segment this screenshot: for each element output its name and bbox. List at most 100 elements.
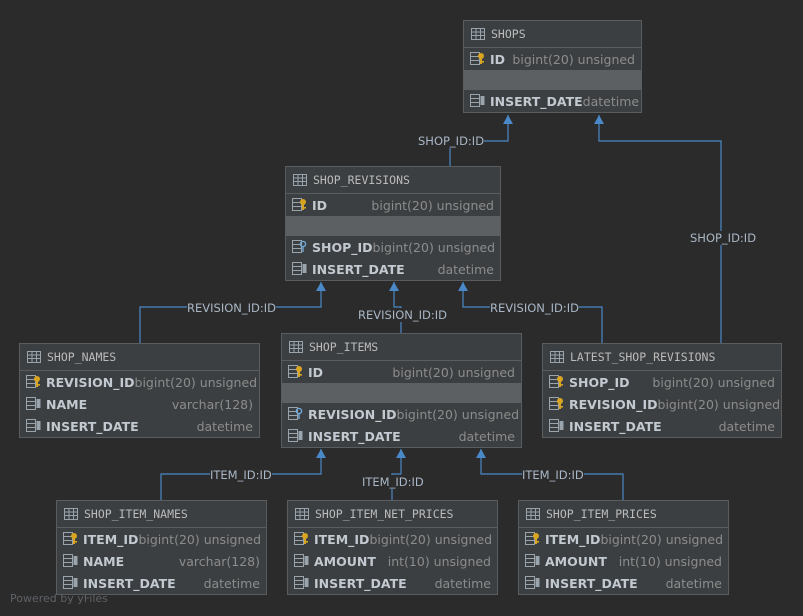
column-name: INSERT_DATE xyxy=(312,261,405,277)
column-type: int(10) unsigned xyxy=(387,553,491,569)
table-header[interactable]: SHOPS xyxy=(464,21,641,48)
column-type: bigint(20) unsigned xyxy=(369,531,493,547)
column-icon xyxy=(294,552,310,571)
column-name: ITEM_ID xyxy=(83,531,139,547)
column-type: datetime xyxy=(437,261,494,277)
edge-arrowhead xyxy=(476,449,486,458)
table-header[interactable]: SHOP_NAMES xyxy=(20,344,259,371)
column-type: bigint(20) unsigned xyxy=(512,51,635,67)
table-header[interactable]: SHOP_ITEM_NAMES xyxy=(57,501,266,528)
column-row[interactable]: INSERT_DATE datetime xyxy=(519,572,728,594)
table-icon xyxy=(293,171,307,190)
edge-arrowhead xyxy=(396,449,406,458)
edge-arrowhead xyxy=(316,449,326,458)
table-icon xyxy=(526,505,540,524)
edge-label: SHOP_ID:ID xyxy=(418,134,485,148)
column-icon xyxy=(63,574,79,593)
primary-key-icon xyxy=(294,530,310,549)
table-latest-shop-revisions[interactable]: LATEST_SHOP_REVISIONS SHOP_ID bigint(20) u… xyxy=(542,343,782,438)
key-separator xyxy=(286,216,500,236)
column-type: datetime xyxy=(196,418,253,434)
table-header[interactable]: SHOP_ITEMS xyxy=(282,334,521,361)
column-name: INSERT_DATE xyxy=(83,575,176,591)
column-icon xyxy=(288,427,304,446)
column-name: NAME xyxy=(83,553,125,569)
column-type: bigint(20) unsigned xyxy=(138,531,262,547)
column-type: bigint(20) unsigned xyxy=(372,239,496,255)
primary-key-icon xyxy=(63,530,79,549)
table-header[interactable]: LATEST_SHOP_REVISIONS xyxy=(543,344,781,371)
column-type: bigint(20) unsigned xyxy=(657,396,781,412)
table-name: SHOP_ITEMS xyxy=(309,340,379,354)
column-name: INSERT_DATE xyxy=(490,93,583,109)
column-row[interactable]: SHOP_ID bigint(20) unsigned xyxy=(543,371,781,393)
column-type: bigint(20) unsigned xyxy=(134,374,258,390)
edge-label: SHOP_ID:ID xyxy=(690,231,757,245)
column-type: bigint(20) unsigned xyxy=(652,374,775,390)
table-header[interactable]: SHOP_ITEM_PRICES xyxy=(519,501,728,528)
primary-key-icon xyxy=(292,196,308,215)
column-type: bigint(20) unsigned xyxy=(600,531,724,547)
table-header[interactable]: SHOP_REVISIONS xyxy=(286,167,500,194)
column-icon xyxy=(549,417,565,436)
table-name: SHOP_REVISIONS xyxy=(313,173,410,187)
edge-arrowhead xyxy=(503,115,513,124)
column-name: NAME xyxy=(46,396,88,412)
table-icon xyxy=(471,25,485,44)
edge-arrowhead xyxy=(316,282,326,291)
table-name: SHOP_ITEM_NET_PRICES xyxy=(315,507,454,521)
table-header[interactable]: SHOP_ITEM_NET_PRICES xyxy=(288,501,497,528)
column-type: datetime xyxy=(582,93,640,109)
table-icon xyxy=(64,505,78,524)
column-row[interactable]: INSERT_DATE datetime xyxy=(286,258,500,280)
table-name: SHOPS xyxy=(491,27,526,41)
column-icon xyxy=(63,552,79,571)
yfiles-footer: Powered by yFiles xyxy=(10,592,108,605)
column-type: bigint(20) unsigned xyxy=(392,364,515,380)
column-type: datetime xyxy=(203,575,260,591)
foreign-key-icon xyxy=(288,405,304,424)
column-name: INSERT_DATE xyxy=(314,575,407,591)
table-icon xyxy=(550,348,564,367)
column-row[interactable]: INSERT_DATE datetime xyxy=(57,572,266,594)
table-icon xyxy=(295,505,309,524)
column-name: INSERT_DATE xyxy=(545,575,638,591)
column-icon xyxy=(525,574,541,593)
edge-arrowhead xyxy=(389,282,399,291)
edge-label: REVISION_ID:ID xyxy=(490,301,579,315)
column-type: datetime xyxy=(665,575,722,591)
column-type: bigint(20) unsigned xyxy=(396,406,520,422)
column-name: REVISION_ID xyxy=(46,374,135,390)
key-separator xyxy=(464,70,641,90)
column-name: INSERT_DATE xyxy=(569,418,662,434)
relationship-edge xyxy=(598,115,722,343)
column-name: SHOP_ID xyxy=(569,374,630,390)
column-name: INSERT_DATE xyxy=(308,428,401,444)
